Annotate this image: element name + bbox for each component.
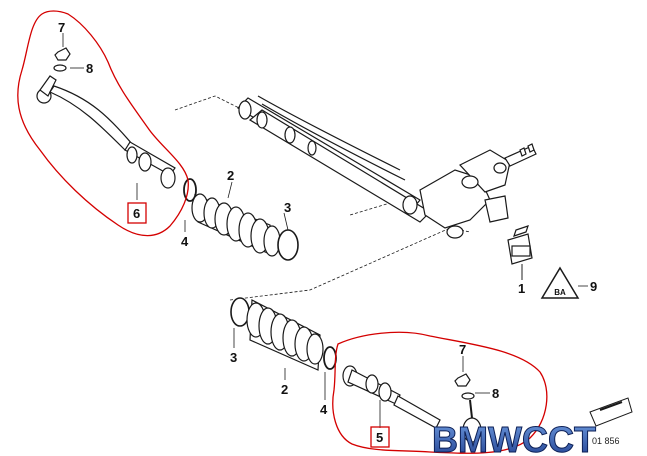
- callout-4-upper: 4: [181, 234, 189, 249]
- box-callout-5: [370, 426, 390, 448]
- callout-6: 6: [133, 206, 140, 221]
- callout-5: 5: [376, 430, 383, 445]
- callout-2-upper: 2: [227, 168, 234, 183]
- callout-8-lower: 8: [492, 386, 499, 401]
- callout-3-lower: 3: [230, 350, 237, 365]
- part-1-sensor: [507, 225, 533, 280]
- callout-1: 1: [518, 281, 525, 296]
- callout-7-upper: 7: [58, 20, 65, 35]
- lower-tie-rod: [342, 365, 482, 443]
- bmwcct-watermark: BMWCCT: [432, 419, 596, 456]
- red-markup: [17, 10, 548, 454]
- upper-bellows: [191, 193, 299, 261]
- callout-2-lower: 2: [281, 382, 288, 397]
- upper-tie-rod: [36, 47, 197, 202]
- box-callout-6: [127, 202, 147, 224]
- warning-triangle-icon: BA: [540, 266, 588, 299]
- steering-rack: [174, 95, 537, 301]
- red-circle-upper: [17, 10, 189, 237]
- red-label-boxes: [127, 202, 390, 448]
- red-circle-lower: [332, 331, 548, 454]
- callout-7-lower: 7: [459, 342, 466, 357]
- callout-4-lower: 4: [320, 402, 328, 417]
- callout-8-upper: 8: [86, 61, 93, 76]
- callout-3-upper: 3: [284, 200, 291, 215]
- catalog-tag: 01 856: [589, 397, 633, 446]
- callout-labels: 7 8 6 4 2 3 1 9 3 2 4 5 7 8: [58, 20, 597, 445]
- catalog-number: 01 856: [592, 436, 620, 446]
- warning-symbol-text: BA: [554, 288, 566, 297]
- lower-bellows: [230, 297, 337, 371]
- callout-9: 9: [590, 279, 597, 294]
- leader-lines: [62, 33, 523, 428]
